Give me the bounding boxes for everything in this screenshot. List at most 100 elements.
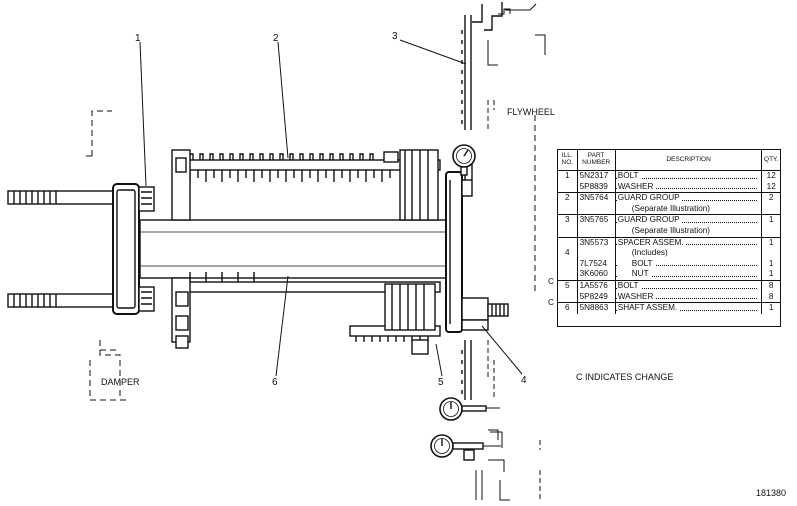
cell-qty: 1 xyxy=(761,214,780,226)
description-text: BOLT xyxy=(617,171,641,180)
cell-part-number: 5N8863 xyxy=(577,302,616,314)
cell-ill-no: 4 xyxy=(558,248,578,259)
shaft-assembly xyxy=(139,219,451,279)
table-row: 4 (Includes) xyxy=(558,248,780,259)
parts-table-header: ILL. NO. PART NUMBER DESCRIPTION QTY. xyxy=(558,150,780,171)
description-text: SPACER ASSEM. xyxy=(617,237,686,247)
description-text: WASHER xyxy=(617,181,656,191)
cell-qty xyxy=(762,248,780,259)
description-text: BOLT xyxy=(617,280,641,290)
cell-ill-no xyxy=(558,236,578,249)
cell-description: GUARD GROUP xyxy=(615,192,763,204)
cell-ill-no xyxy=(558,181,578,193)
cell-part-number xyxy=(577,248,616,259)
cell-part-number: 5N2317 xyxy=(577,170,616,182)
damper-hub-flange xyxy=(112,183,155,315)
cell-description: WASHER xyxy=(615,181,763,193)
cell-qty: 12 xyxy=(766,171,776,180)
cell-qty: 1 xyxy=(768,269,774,279)
cell-qty: 8 xyxy=(761,279,780,292)
flywheel-label: FLYWHEEL xyxy=(507,107,555,117)
cell-part-number: 5P8839 xyxy=(577,181,616,193)
cell-qty: 1 xyxy=(768,258,774,268)
guard-upper xyxy=(171,149,441,221)
cell-description: SPACER ASSEM. xyxy=(615,236,763,249)
cell-ill-no: 3 xyxy=(558,214,578,226)
dial-indicator-middle xyxy=(439,397,500,421)
leader-lines xyxy=(139,39,523,377)
callout-3: 3 xyxy=(392,31,398,42)
flywheel-housing xyxy=(461,2,546,501)
cell-part-number: 7L7524 xyxy=(577,258,616,270)
description-text: GUARD GROUP xyxy=(617,215,682,225)
damper-outline xyxy=(84,110,130,401)
cell-ill-no xyxy=(558,269,578,281)
callout-1: 1 xyxy=(135,33,141,44)
change-note: C INDICATES CHANGE xyxy=(576,372,674,382)
cell-qty xyxy=(762,204,780,215)
change-marker: C xyxy=(548,298,554,308)
description-text: (Separate Illustration) xyxy=(617,203,713,213)
table-row: (Separate Illustration) xyxy=(558,203,780,215)
callout-2: 2 xyxy=(273,33,279,44)
damper-stud-upper xyxy=(7,190,119,205)
figure-number: 181380 xyxy=(756,488,787,498)
cell-ill-no: 1 xyxy=(558,170,578,182)
cell-description: (Separate Illustration) xyxy=(615,203,763,215)
description-text: (Includes) xyxy=(617,248,670,258)
header-description: DESCRIPTION xyxy=(615,150,763,171)
cell-ill-no: 5 xyxy=(558,279,578,292)
cell-part-number: 3N5765 xyxy=(577,214,616,226)
cell-description: NUT xyxy=(615,269,763,281)
cell-ill-no xyxy=(558,225,578,238)
cell-description: (Includes) xyxy=(615,248,763,259)
description-text: NUT xyxy=(617,269,651,279)
cell-description: GUARD GROUP xyxy=(615,214,763,226)
description-text: GUARD GROUP xyxy=(617,193,682,203)
spacer-flange xyxy=(445,171,509,333)
cell-part-number xyxy=(577,225,616,238)
cell-part-number: 3N5764 xyxy=(577,192,616,204)
cell-description: SHAFT ASSEM. xyxy=(615,302,763,314)
cell-qty: 8 xyxy=(768,291,774,301)
dial-indicator-bottom xyxy=(430,431,503,461)
cell-part-number: 3N5573 xyxy=(577,236,616,249)
callout-6: 6 xyxy=(272,377,278,388)
callout-4: 4 xyxy=(521,375,527,386)
description-text: BOLT xyxy=(617,258,655,268)
cell-ill-no: 2 xyxy=(558,192,578,204)
cell-description: BOLT xyxy=(615,258,763,270)
damper-label: DAMPER xyxy=(101,377,140,387)
header-part-number: PART NUMBER xyxy=(577,150,616,171)
cell-part-number: 5P8249 xyxy=(577,291,616,303)
description-text: SHAFT ASSEM. xyxy=(617,303,680,313)
header-ill-no: ILL. NO. xyxy=(558,150,578,171)
cell-ill-no xyxy=(558,203,578,215)
cell-part-number: 3K6060 xyxy=(577,269,616,281)
cell-qty: 2 xyxy=(761,192,780,204)
cell-qty: 1 xyxy=(761,236,780,249)
description-text: (Separate Illustration) xyxy=(617,225,713,235)
cell-ill-no xyxy=(558,258,578,270)
damper-stud-lower xyxy=(7,293,119,308)
cell-qty xyxy=(762,226,780,237)
dial-indicator-top xyxy=(452,144,476,176)
cell-description: WASHER xyxy=(615,291,763,303)
header-qty: QTY. xyxy=(761,150,780,171)
cell-part-number: 1A5576 xyxy=(577,279,616,292)
change-marker: C xyxy=(548,277,554,286)
cell-description: BOLT xyxy=(615,279,763,292)
cell-qty: 12 xyxy=(766,181,776,191)
cell-description: (Separate Illustration) xyxy=(615,225,763,238)
